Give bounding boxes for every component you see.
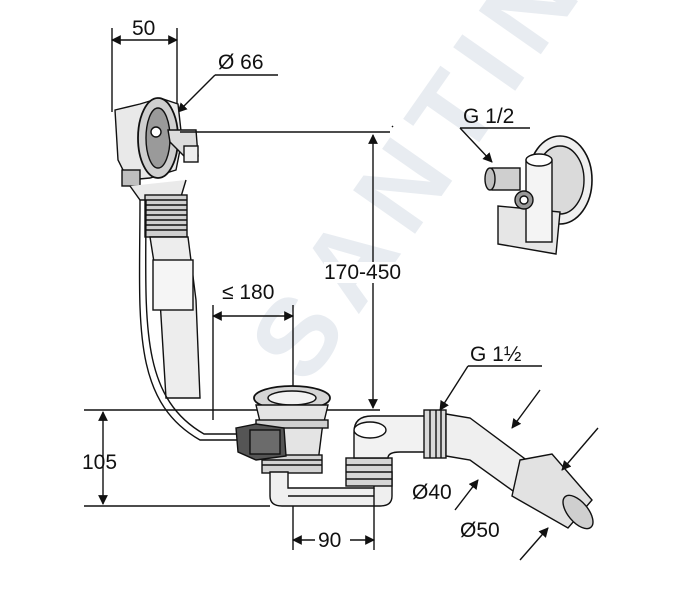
g112-label: G 1½ — [470, 343, 522, 366]
dim-66-label: Ø 66 — [218, 51, 264, 74]
g112-leader — [439, 365, 469, 411]
outlet-nut — [423, 409, 447, 459]
d40-arrow-upper — [511, 389, 541, 429]
dim-50-label: 50 — [132, 17, 156, 40]
overflow-elbow-detail — [484, 135, 593, 255]
g12-leader — [459, 127, 493, 163]
d50-label: Ø50 — [460, 519, 500, 542]
d40-label: Ø40 — [412, 481, 452, 504]
g12-label: G 1/2 — [463, 105, 515, 128]
dim-66-leader — [177, 74, 216, 113]
corrugated-hose — [144, 194, 188, 238]
d40-arrow-lower — [454, 479, 479, 511]
dim-170-450-label: 170-450 — [324, 261, 402, 284]
bowden-cable — [138, 199, 240, 441]
dim-90-label: 90 — [318, 529, 342, 552]
d50-arrow-upper — [561, 427, 599, 471]
dim-180-label: ≤ 180 — [222, 281, 275, 304]
dim-105-label: 105 — [82, 451, 118, 474]
d50-arrow-lower — [519, 527, 549, 561]
